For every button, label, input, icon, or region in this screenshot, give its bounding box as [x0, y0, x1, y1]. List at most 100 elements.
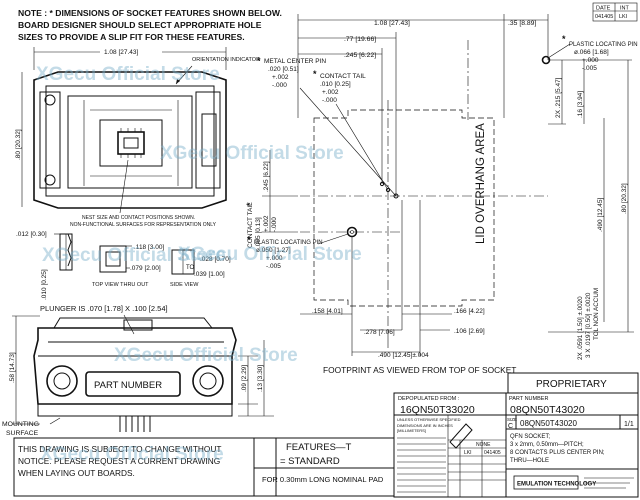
plastic-pin-top-tol-plus: +.000 — [582, 57, 599, 64]
metal-pin-tol-minus: -.000 — [272, 82, 287, 89]
footprint-dim-35: .35 [8.89] — [508, 20, 536, 27]
nest-note-line-1: NEST SIZE AND CONTACT POSITIONS SHOWN. — [82, 215, 195, 221]
size-part-number: 08QN50T43020 — [520, 419, 577, 428]
note-line-3: SIZES TO PROVIDE A SLIP FIT FOR THESE FE… — [18, 32, 245, 42]
notice-line-1: THIS DRAWING IS SUBJECT TO CHANGE WITHOU… — [18, 444, 221, 454]
proprietary-label: PROPRIETARY — [536, 379, 607, 390]
company-address-lines — [584, 477, 634, 489]
side-view-caption: SIDE VIEW — [170, 282, 199, 288]
features-block: FEATURES—T = STANDARD FOR 0.30mm LONG NO… — [253, 437, 395, 497]
dim-010: .010 [0.25] — [41, 269, 48, 300]
contact-tail-v-tol-plus: +.002 — [263, 215, 270, 232]
dim-09: .09 [2.29] — [241, 365, 248, 392]
tolerance-units-2: [MILLIMETERS] — [397, 428, 426, 433]
revision-date-header: DATE — [596, 6, 611, 12]
dim-118: .118 [3.00] — [134, 244, 164, 251]
footprint-caption: FOOTPRINT AS VIEWED FROM TOP OF SOCKET — [323, 365, 516, 375]
top-view-width-dim: 1.08 [27.43] — [104, 49, 139, 56]
footprint-dim-77: .77 [19.66] — [344, 36, 376, 43]
dim-to: TO — [186, 265, 195, 271]
dim-012: .012 [0.30] — [16, 231, 47, 238]
dim-215: 2X .215 [5.47] — [555, 77, 562, 118]
note-line-2: BOARD DESIGNER SHOULD SELECT APPROPRIATE… — [18, 20, 262, 30]
features-line-2: = STANDARD — [280, 456, 340, 467]
approval-date: 041405 — [484, 450, 501, 456]
plastic-pin-bot-label: PLASTIC LOCATING PIN — [254, 240, 323, 246]
size-label: SIZE — [507, 417, 517, 422]
socket-front-view: PLUNGER IS .070 [1.78] X .100 [2.54] .58… — [2, 304, 274, 437]
part-number-box-label: PART NUMBER — [94, 380, 162, 391]
contact-tail-size: .010 [0.25] — [320, 81, 351, 88]
dim-490-v: .490 [12.45] — [597, 197, 604, 232]
contact-tail-v-tol-minus: -.000 — [271, 217, 278, 232]
contact-tail-label: CONTACT TAIL — [320, 73, 366, 80]
orientation-indicator-label: ORIENTATION INDICATOR — [192, 57, 260, 63]
approval-initials: LKI — [464, 450, 472, 456]
dim-039: .039 [1.00] — [194, 271, 225, 278]
dim-490-h: .490 [12.45]±.004 — [378, 352, 429, 359]
dim-079: .079 [2.00] — [130, 265, 161, 272]
sheet-number: 1/1 — [624, 421, 634, 428]
dim-106: .106 [2.69] — [454, 328, 485, 335]
watermark-2: XGecu Official Store — [160, 143, 344, 164]
tolerance-units-1: DIMENSIONS ARE IN INCHES — [397, 423, 453, 428]
metal-pin-asterisk: * — [257, 56, 261, 66]
description-line-2: 3 x 2mm, 0.50mm—PITCH; — [510, 442, 584, 448]
metal-pin-size: .020 [0.51] — [268, 66, 299, 73]
metal-pin-tol-plus: +.002 — [272, 74, 289, 81]
mounting-surface-line-2: SURFACE — [6, 430, 39, 437]
dim-166: .166 [4.22] — [454, 308, 485, 315]
contact-tail-asterisk: * — [313, 69, 317, 79]
revision-date: 041405 — [595, 14, 613, 20]
pitch-callout-1: 2X .0591 [1.50] ±.0020 — [577, 296, 584, 360]
plastic-pin-bot-asterisk: * — [247, 235, 251, 245]
description-line-3: 8 CONTACTS PLUS CENTER PIN; — [510, 450, 605, 456]
top-view-caption: TOP VIEW THRU OUT — [92, 282, 149, 288]
plastic-pin-top-tol-minus: -.005 — [582, 65, 597, 72]
dim-028: .028 [0.70] — [200, 256, 231, 263]
plastic-pin-bot-tol-plus: +.000 — [266, 255, 283, 262]
part-number-value: 08QN50T43020 — [510, 404, 585, 416]
dim-158: .158 [4.01] — [312, 308, 343, 315]
revision-init-header: INT — [620, 6, 630, 12]
dim-13: .13 [3.30] — [257, 365, 264, 392]
contact-tail-tol-minus: -.000 — [322, 97, 337, 104]
features-line-3: FOR 0.30mm LONG NOMINAL PAD — [262, 475, 384, 484]
revision-initials: LKI — [619, 14, 628, 20]
plunger-note: PLUNGER IS .070 [1.78] X .100 [2.54] — [40, 304, 168, 313]
socket-top-view: 1.08 [27.43] .80 [20.32] ORIENTATION IND… — [15, 46, 260, 300]
plastic-pin-bot-size: ø.050 [1.27] — [256, 247, 291, 254]
front-height-dim: .58 [14.73] — [9, 352, 16, 383]
metal-pin-label: METAL CENTER PIN — [264, 58, 326, 65]
watermarks: XGecu Official Store XGecu Official Stor… — [36, 64, 362, 465]
pitch-callout-2: 3 X .0197 [0.50] ±.0020 — [585, 292, 592, 358]
design-note: NOTE : * DIMENSIONS OF SOCKET FEATURES S… — [18, 8, 282, 42]
watermark-1: XGecu Official Store — [36, 64, 220, 85]
dim-80-v: .80 [20.32] — [621, 183, 628, 214]
note-line-1: NOTE : * DIMENSIONS OF SOCKET FEATURES S… — [18, 8, 282, 18]
dim-16: .16 [3.94] — [577, 91, 584, 118]
contact-tail-v-label: CONTACT TAIL — [247, 202, 254, 248]
contact-tail-v-asterisk: * — [245, 202, 255, 206]
pitch-callout-3: TOL NON ACCUM — [593, 288, 600, 340]
mounting-surface-line-1: MOUNTING — [2, 421, 39, 428]
watermark-4: XGecu Official Store — [178, 244, 362, 265]
company-logo-text: EMULATION TECHNOLOGY — [517, 482, 596, 488]
description-line-4: THRU—HOLE — [510, 458, 549, 464]
contact-tail-v-size: .005 [0.13] — [255, 217, 262, 248]
watermark-5: XGecu Official Store — [114, 345, 298, 366]
footprint-view: 1.08 [27.43] .35 [8.89] .77 [19.66] .245… — [245, 14, 638, 375]
features-line-1: FEATURES—T — [286, 442, 351, 453]
scale-none: NONE — [476, 442, 491, 448]
notice-line-3: WHEN LAYING OUT BOARDS. — [18, 468, 135, 478]
depopulated-label: DEPOPULATED FROM : — [398, 396, 460, 402]
depopulated-value: 16QN50T33020 — [400, 404, 475, 416]
plastic-pin-bot-tol-minus: -.005 — [266, 263, 281, 270]
top-view-height-dim: .80 [20.32] — [15, 129, 22, 160]
watermark-3: XGecu Official Store — [42, 245, 226, 266]
plastic-pin-top-size: ø.066 [1.68] — [574, 49, 609, 56]
dim-278: .278 [7.06] — [364, 329, 395, 336]
watermark-6: XGecu Official Store — [40, 444, 224, 465]
